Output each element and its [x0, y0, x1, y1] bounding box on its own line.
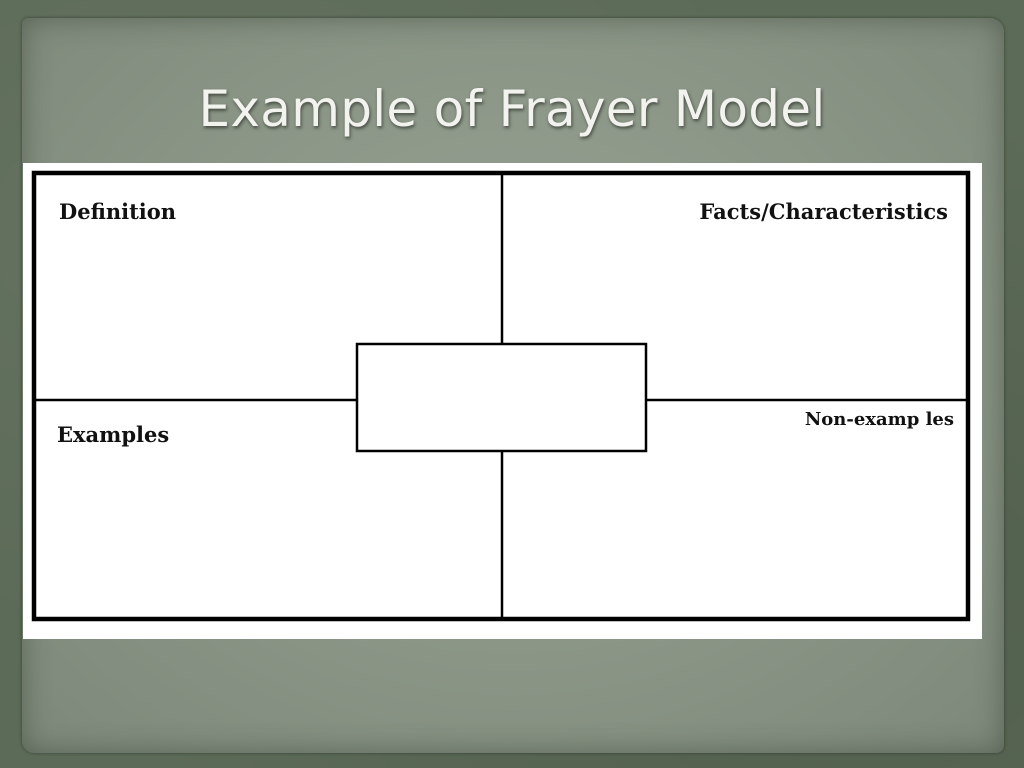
facts-characteristics-label: Facts/Characteristics [699, 199, 948, 224]
slide-title: Example of Frayer Model [198, 80, 826, 138]
non-examples-label: Non-examp les [804, 409, 954, 430]
definition-label: Definition [59, 199, 177, 224]
center-term-box [355, 342, 648, 453]
frayer-model-diagram: Definition Facts/Characteristics Example… [23, 163, 982, 639]
examples-label: Examples [57, 422, 170, 447]
frayer-model-lines [31, 170, 971, 622]
